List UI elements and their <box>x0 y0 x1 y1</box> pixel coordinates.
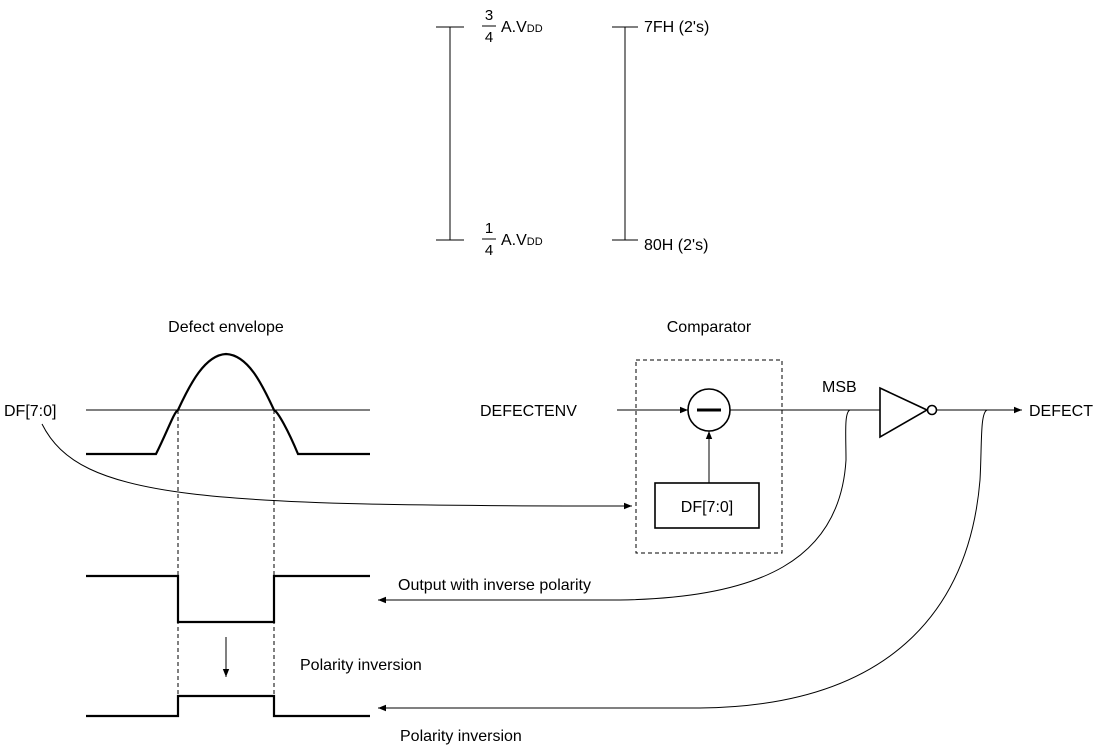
envelope-curve <box>86 352 370 456</box>
inverse-polarity-label: Output with inverse polarity <box>398 577 591 594</box>
waveforms-section: Output with inverse polarity Polarity in… <box>86 574 591 745</box>
polarity-inversion-bottom-label: Polarity inversion <box>400 728 522 745</box>
lower-code-label: 80H (2's) <box>644 237 708 254</box>
lower-fraction-numerator: 1 <box>485 220 493 237</box>
inverted-output-tap-arrow <box>378 409 988 712</box>
polarity-inversion-mid-label: Polarity inversion <box>300 657 422 674</box>
defect-envelope-title: Defect envelope <box>168 319 284 336</box>
comparator-section: Comparator DEFECTENV DF[7:0] <box>480 319 880 554</box>
df-to-register-arrow <box>41 423 633 510</box>
upper-voltage-label: A.VDD <box>501 19 543 36</box>
inverter-triangle <box>879 386 929 439</box>
defect-envelope-section: Defect envelope DF[7:0] <box>4 319 633 510</box>
inverse-polarity-waveform <box>86 574 370 624</box>
df-input-label: DF[7:0] <box>4 403 56 420</box>
df-register-box <box>654 482 760 529</box>
msb-label: MSB <box>822 379 857 396</box>
upper-code-label: 7FH (2's) <box>644 19 709 36</box>
inverse-output-tap-arrow <box>378 409 851 604</box>
df-register-label: DF[7:0] <box>681 499 733 516</box>
defect-output-label: DEFECT <box>1029 403 1093 420</box>
lower-fraction-denominator: 4 <box>485 242 493 259</box>
upper-fraction-denominator: 4 <box>485 29 493 46</box>
comparator-boundary <box>635 359 783 554</box>
output-section: MSB DEFECT <box>378 379 1093 712</box>
inverted-waveform <box>86 694 370 718</box>
voltage-scale: 3 4 A.VDD 1 4 A.VDD 7FH (2's) 80H (2's) <box>436 7 709 259</box>
upper-fraction-numerator: 3 <box>485 7 493 24</box>
inverter-bubble <box>926 404 938 416</box>
lower-voltage-label: A.VDD <box>501 232 543 249</box>
comparator-title: Comparator <box>667 319 752 336</box>
defectenv-input-label: DEFECTENV <box>480 403 577 420</box>
